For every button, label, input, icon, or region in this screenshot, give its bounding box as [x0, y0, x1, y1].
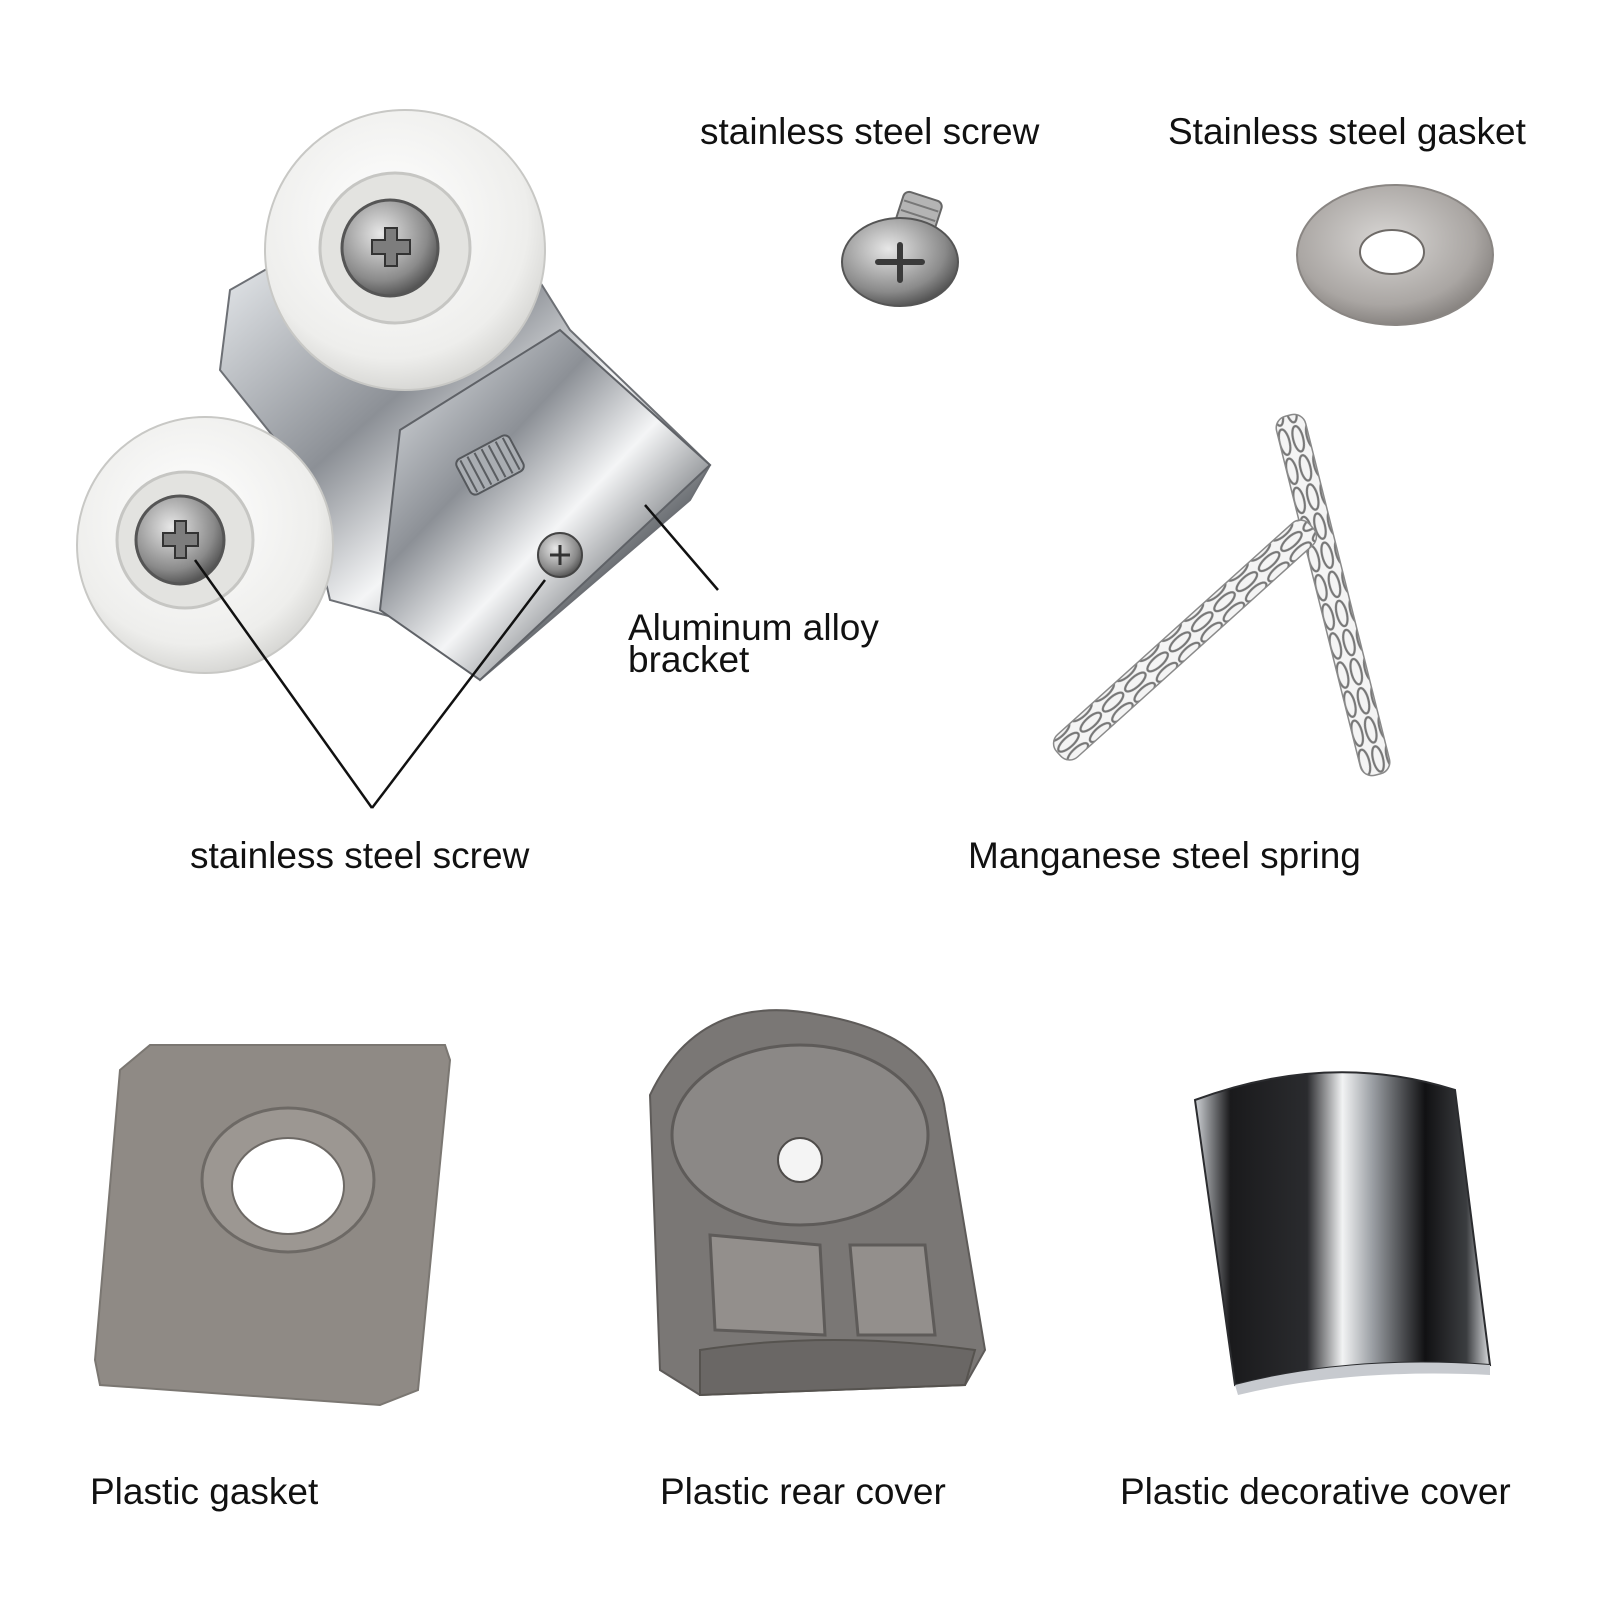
- leader-lines: [193, 504, 719, 809]
- label-manganese-steel-spring: Manganese steel spring: [968, 835, 1361, 876]
- label-aluminum-bracket-line1: Aluminum alloy: [628, 607, 879, 648]
- label-aluminum-bracket-line2: bracket: [628, 639, 750, 680]
- label-stainless-steel-screw: stainless steel screw: [190, 835, 530, 876]
- label-plastic-gasket: Plastic gasket: [90, 1471, 319, 1512]
- label-aluminum-bracket: Aluminum alloy bracket: [628, 607, 958, 680]
- steel-washer: [1296, 184, 1494, 326]
- manganese-springs: [1052, 413, 1391, 777]
- label-stainless-steel-gasket: Stainless steel gasket: [1168, 111, 1526, 152]
- plastic-gasket: [93, 1044, 452, 1407]
- label-stainless-steel-screw-top: stainless steel screw: [700, 111, 1040, 152]
- label-plastic-decorative-cover: Plastic decorative cover: [1120, 1471, 1511, 1512]
- roller-assembly: [76, 109, 719, 809]
- plastic-decorative-cover: [1193, 1071, 1492, 1395]
- plastic-rear-cover: [648, 1009, 987, 1397]
- label-plastic-rear-cover: Plastic rear cover: [660, 1471, 946, 1512]
- steel-screw: [841, 190, 959, 307]
